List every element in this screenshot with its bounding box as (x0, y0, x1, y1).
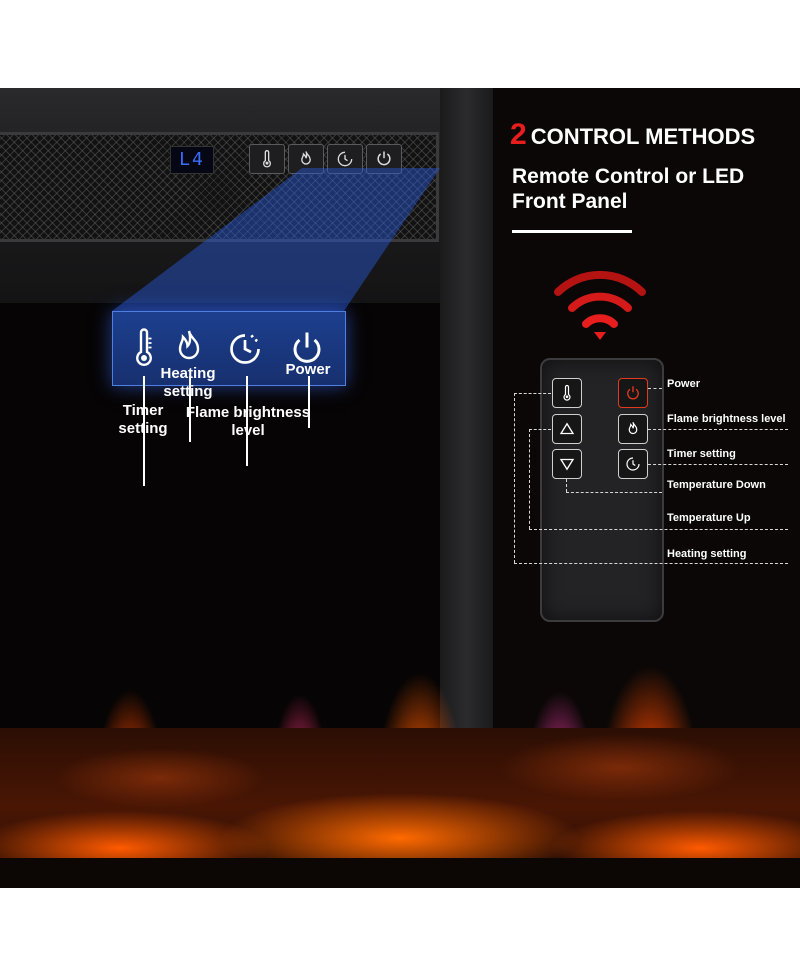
wifi-signal-icon (554, 270, 646, 340)
remote-flame-button[interactable] (618, 414, 648, 444)
remote-label-heating: Heating setting (667, 548, 747, 560)
remote-line-heating-h (514, 563, 788, 564)
remote-temp-down-button[interactable] (552, 449, 582, 479)
remote-line-timer (648, 464, 788, 465)
remote-label-power: Power (667, 378, 701, 390)
remote-line-tempup-h (529, 529, 788, 530)
remote-line-tempdown-v (566, 479, 567, 492)
remote-line-flame (648, 429, 788, 430)
heading-number: 2 (510, 118, 527, 151)
panel-timer-button[interactable] (327, 144, 363, 174)
thermometer-icon (263, 150, 271, 168)
callout-label-heating: Heating setting (160, 365, 216, 400)
remote-label-temp-down: Temperature Down (667, 479, 766, 491)
remote-temp-up-button[interactable] (552, 414, 582, 444)
timer-icon (626, 457, 640, 471)
flame-icon (301, 151, 311, 165)
power-icon (288, 328, 326, 370)
remote-heating-button[interactable] (552, 378, 582, 408)
callout-line-power (308, 376, 310, 428)
remote-line-heating-stub (514, 393, 551, 394)
fire-grate (0, 858, 800, 888)
flame-icon (628, 422, 638, 435)
remote-timer-button[interactable] (618, 449, 648, 479)
remote-line-heating-v (514, 393, 515, 563)
remote-line-power (648, 388, 662, 389)
remote-line-tempup-stub (529, 429, 551, 430)
remote-label-temp-up: Temperature Up (667, 512, 751, 524)
power-icon (377, 151, 391, 166)
flame-icon (170, 328, 208, 370)
timer-icon (337, 151, 353, 167)
remote-power-button[interactable] (618, 378, 648, 408)
heading-text: CONTROL METHODS (530, 124, 756, 149)
callout-label-timer: Timer setting (118, 402, 168, 437)
callout-line-heating (189, 376, 191, 442)
section-subheading: Remote Control or LED Front Panel (512, 165, 745, 213)
remote-label-flame: Flame brightness level (667, 413, 786, 425)
panel-flame-button[interactable] (288, 144, 324, 174)
led-display: L4 (170, 146, 214, 174)
thermometer-icon (563, 384, 571, 401)
callout-label-power: Power (285, 361, 331, 378)
callout-line-timer (143, 376, 145, 486)
power-icon (627, 386, 639, 400)
remote-line-tempdown-h (566, 492, 662, 493)
fireplace-scene: L4 Timer setting Heating setting Flame b… (0, 88, 800, 888)
remote-line-tempup-v (529, 429, 530, 529)
arrow-down-icon (559, 458, 575, 471)
callout-line-flame (246, 376, 248, 466)
heading-divider (512, 230, 632, 233)
arrow-up-icon (559, 422, 575, 435)
callout-label-flame: Flame brightness level (185, 404, 311, 439)
panel-heating-button[interactable] (249, 144, 285, 174)
timer-icon (226, 328, 264, 370)
zoom-beam (112, 168, 440, 311)
zoomed-control-panel (112, 311, 346, 386)
front-mesh-panel (0, 132, 439, 242)
remote-label-timer: Timer setting (667, 448, 736, 460)
panel-power-button[interactable] (366, 144, 402, 174)
thermometer-icon (125, 328, 163, 370)
